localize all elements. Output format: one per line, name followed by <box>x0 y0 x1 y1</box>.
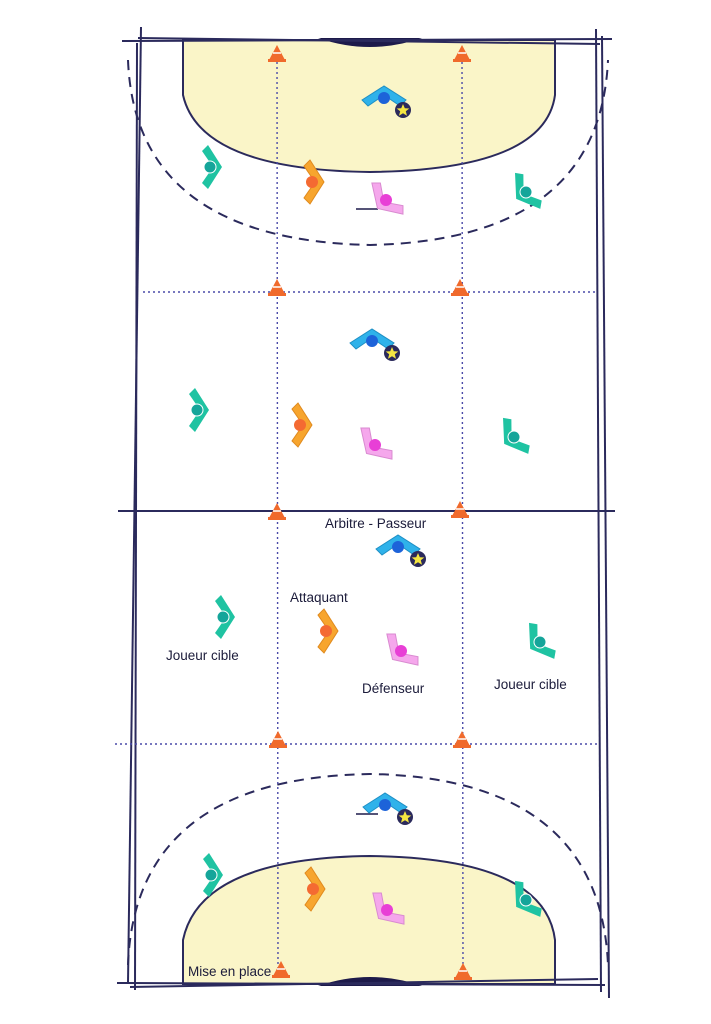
referee-passer-player <box>362 792 413 825</box>
player-marker-icon <box>360 427 393 460</box>
star-icon <box>411 553 425 565</box>
player-marker-icon <box>202 145 222 189</box>
cone-icon <box>268 730 288 749</box>
player-marker-icon <box>515 172 542 209</box>
player-marker-icon <box>304 866 326 912</box>
star-icon <box>396 104 410 116</box>
target-player-label-right: Joueur cible <box>494 677 567 692</box>
defender-player <box>386 633 419 666</box>
referee-passer-player <box>349 328 400 361</box>
attacker-player <box>303 159 325 205</box>
player-marker-icon <box>529 622 556 659</box>
attacker-player <box>291 402 313 448</box>
star-icon <box>385 347 399 359</box>
player-marker-icon <box>372 892 405 925</box>
goal-area-top <box>182 39 556 174</box>
target-player <box>515 880 542 917</box>
target-player <box>189 388 209 432</box>
player-marker-icon <box>203 853 223 897</box>
player-marker-icon <box>386 633 419 666</box>
player-marker-icon <box>291 402 313 448</box>
referee-passer-player <box>375 534 426 567</box>
target-player <box>515 172 542 209</box>
target-player <box>529 622 556 659</box>
goal-area-bottom <box>182 854 556 985</box>
target-player <box>215 595 235 639</box>
target-player-label-left: Joueur cible <box>166 648 239 663</box>
player-marker-icon <box>317 608 339 654</box>
cone-icon <box>450 278 470 297</box>
attacker-label: Attaquant <box>290 590 348 605</box>
cone-icon <box>450 500 470 519</box>
referee-passer-label: Arbitre - Passeur <box>325 516 427 531</box>
free-throw-line-top <box>127 59 609 247</box>
player-marker-icon <box>215 595 235 639</box>
defender-player <box>371 182 404 215</box>
attacker-player <box>304 866 326 912</box>
cone-icon <box>267 278 287 297</box>
player-marker-icon <box>371 182 404 215</box>
cone-icon <box>452 730 472 749</box>
player-marker-icon <box>189 388 209 432</box>
star-icon <box>398 811 412 823</box>
defender-player <box>372 892 405 925</box>
player-marker-icon <box>303 159 325 205</box>
free-throw-line-bottom <box>127 772 609 966</box>
defender-label: Défenseur <box>362 681 425 696</box>
setup-label: Mise en place <box>188 964 272 979</box>
player-marker-icon <box>503 417 530 454</box>
player-marker-icon <box>515 880 542 917</box>
target-player <box>202 145 222 189</box>
defender-player <box>360 427 393 460</box>
target-player <box>203 853 223 897</box>
attacker-player <box>317 608 339 654</box>
referee-passer-player <box>361 85 411 118</box>
target-player <box>503 417 530 454</box>
